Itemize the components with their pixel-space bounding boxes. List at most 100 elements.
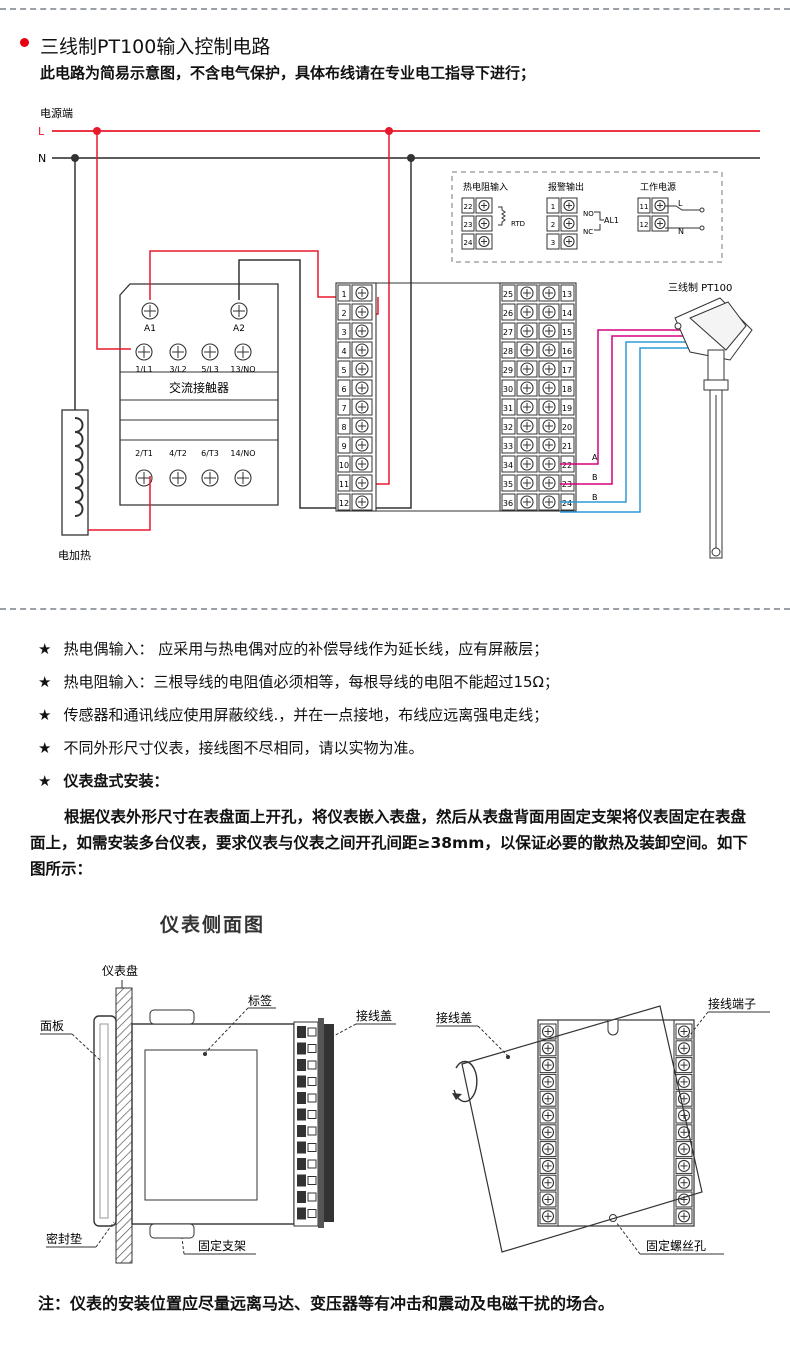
screw-icon <box>478 199 490 212</box>
screw-icon <box>542 286 556 300</box>
terminal-number: 27 <box>503 328 513 337</box>
coil-a1: A1 <box>144 324 156 334</box>
section-title: 三线制PT100输入控制电路 <box>40 36 271 58</box>
contact-bottom: 2/T1 <box>135 449 153 458</box>
wire-label-b2: B <box>592 493 598 502</box>
screw-icon <box>541 1176 555 1189</box>
screw-icon <box>230 302 248 320</box>
screw-icon <box>355 343 369 357</box>
screw-icon <box>677 1159 691 1172</box>
screw-icon <box>677 1210 691 1223</box>
terminal-number: 20 <box>562 423 572 432</box>
wire-label-a: A <box>592 453 598 462</box>
contact-bottom: 6/T3 <box>201 449 219 458</box>
screw-icon <box>677 1126 691 1139</box>
wire-label-b: B <box>592 473 598 482</box>
legend-alarm-no: NO <box>583 210 594 218</box>
terminal-number: 2 <box>341 309 346 318</box>
terminal-label: 接线端子 <box>708 996 756 1011</box>
terminal-number: 24 <box>562 499 572 508</box>
screw-icon <box>541 1025 555 1038</box>
screw-icon <box>542 362 556 376</box>
screw-icon <box>234 343 252 361</box>
screw-icon <box>677 1059 691 1072</box>
screw-icon <box>654 217 666 230</box>
terminal-number: 8 <box>341 423 346 432</box>
screw-icon <box>541 1092 555 1105</box>
terminal-number: 14 <box>562 309 572 318</box>
screw-icon <box>355 362 369 376</box>
screw-icon <box>541 1109 555 1122</box>
note-item: ★热电阻输入：三根导线的电阻值必须相等，每根导线的电阻不能超过15Ω； <box>38 673 560 691</box>
section-subtitle: 此电路为简易示意图，不含电气保护，具体布线请在专业电工指导下进行； <box>40 64 536 82</box>
screw-icon <box>234 469 252 487</box>
terminal-number: 10 <box>339 461 349 470</box>
screw-icon <box>520 324 534 338</box>
note-item: ★热电偶输入： 应采用与热电偶对应的补偿导线作为延长线，应有屏蔽层； <box>38 640 549 658</box>
install-diagrams: 仪表盘 面板 标签 接线盖 密封垫 固定支架 <box>40 963 770 1264</box>
contact-bottom: 14/NO <box>230 449 255 458</box>
screw-icon <box>520 476 534 490</box>
screw-icon <box>520 457 534 471</box>
screw-icon <box>542 343 556 357</box>
screw-icon <box>677 1143 691 1156</box>
legend-terminal-number: 24 <box>464 239 473 247</box>
heater: 电加热 <box>58 409 91 562</box>
screw-icon <box>677 1075 691 1088</box>
contact-top: 5/L3 <box>201 365 218 374</box>
legend-rtd-label: RTD <box>511 220 525 228</box>
screw-icon <box>355 438 369 452</box>
cover-label-back: 接线盖 <box>436 1010 472 1025</box>
terminal-number: 1 <box>341 290 346 299</box>
side-view-title: 仪表侧面图 <box>160 914 266 936</box>
screw-icon <box>520 495 534 509</box>
screw-icon <box>541 1059 555 1072</box>
screw-icon <box>542 381 556 395</box>
line-l-label: L <box>38 125 45 138</box>
legend-power-n: N <box>678 227 684 236</box>
screw-icon <box>563 217 575 230</box>
screw-icon <box>541 1143 555 1156</box>
legend-terminal-number: 3 <box>551 239 555 247</box>
terminal-number: 13 <box>562 290 572 299</box>
terminal-number: 22 <box>562 461 572 470</box>
terminal-number: 34 <box>503 461 513 470</box>
screw-icon <box>169 343 187 361</box>
screw-icon <box>541 1193 555 1206</box>
legend-terminal-number: 1 <box>551 203 555 211</box>
top-divider <box>0 8 790 10</box>
terminal-number: 30 <box>503 385 513 394</box>
screw-icon <box>520 362 534 376</box>
legend-terminal-number: 12 <box>640 221 649 229</box>
screw-hole-label: 固定螺丝孔 <box>646 1238 706 1253</box>
screw-icon <box>520 400 534 414</box>
screw-icon <box>135 343 153 361</box>
bracket-label: 固定支架 <box>198 1238 246 1253</box>
terminal-number: 5 <box>341 366 346 375</box>
terminal-number: 17 <box>562 366 572 375</box>
legend-terminal-number: 23 <box>464 221 473 229</box>
note-item: ★传感器和通讯线应使用屏蔽绞线.，并在一点接地，布线应远离强电走线； <box>38 706 549 724</box>
screw-icon <box>542 400 556 414</box>
panel-label: 仪表盘 <box>102 963 138 978</box>
contactor: A1 A2 1/L1 3/L2 5/L3 13/NO 交流接触器 2/T1 4/… <box>119 283 279 506</box>
screw-icon <box>677 1042 691 1055</box>
screw-icon <box>542 495 556 509</box>
screw-icon <box>677 1025 691 1038</box>
screw-icon <box>355 324 369 338</box>
screw-icon <box>542 476 556 490</box>
screw-icon <box>355 400 369 414</box>
screw-icon <box>563 199 575 212</box>
label-label: 标签 <box>248 993 272 1008</box>
screw-icon <box>654 199 666 212</box>
wiring-diagram: 电源端 L N A1 A2 1/L1 3/L2 5/L3 13/NO 交流接触器… <box>38 106 760 562</box>
contact-top: 3/L2 <box>169 365 186 374</box>
contact-top: 1/L1 <box>135 365 152 374</box>
line-n-label: N <box>38 152 46 165</box>
screw-icon <box>520 343 534 357</box>
legend-power-l: L <box>678 199 683 208</box>
legend-power-title: 工作电源 <box>640 181 676 193</box>
screw-icon <box>520 305 534 319</box>
screw-icon <box>541 1042 555 1055</box>
